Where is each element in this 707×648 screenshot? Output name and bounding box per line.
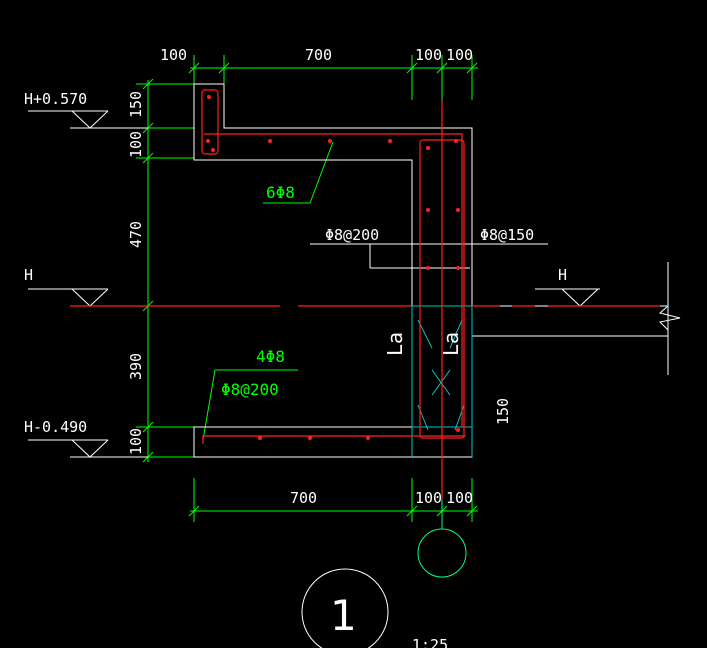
dim-left-150: 150	[127, 91, 145, 118]
rebar-bottom-stirrup-label: Φ8@200	[221, 380, 279, 399]
level-bottom-label: H-0.490	[24, 418, 87, 436]
dim-left-100a: 100	[127, 131, 145, 158]
concrete-outline	[193, 83, 681, 458]
dim-right-150: 150	[494, 398, 512, 425]
level-h-right-label: H	[558, 266, 567, 284]
dimension-lines	[136, 55, 478, 522]
section-scale: 1:25	[412, 636, 448, 648]
dim-top-100c: 100	[446, 46, 473, 64]
dim-bottom-100b: 100	[446, 489, 473, 507]
dim-top-100b: 100	[415, 46, 442, 64]
rebar-stirrup-200-label: Φ8@200	[325, 226, 379, 244]
section-mark-circle	[301, 568, 389, 648]
dim-left-470: 470	[127, 221, 145, 248]
level-markers	[28, 110, 600, 458]
dim-left-390: 390	[127, 353, 145, 380]
dim-left-100b: 100	[127, 428, 145, 455]
level-h-left-label: H	[24, 266, 33, 284]
dim-top-700: 700	[305, 46, 332, 64]
dim-top-100a: 100	[160, 46, 187, 64]
la-left-label: La	[383, 332, 407, 356]
dim-bottom-100a: 100	[415, 489, 442, 507]
rebar-dots	[206, 95, 460, 440]
section-number: 1	[330, 591, 357, 640]
rebar-bottom-label: 4Φ8	[256, 347, 285, 366]
axis-bubble	[417, 528, 467, 578]
dim-bottom-700: 700	[290, 489, 317, 507]
la-right-label: La	[439, 332, 463, 356]
rebar-stirrup-150-label: Φ8@150	[480, 226, 534, 244]
level-top-label: H+0.570	[24, 90, 87, 108]
rebar-lines	[70, 89, 660, 500]
rebar-top-label: 6Φ8	[266, 183, 295, 202]
